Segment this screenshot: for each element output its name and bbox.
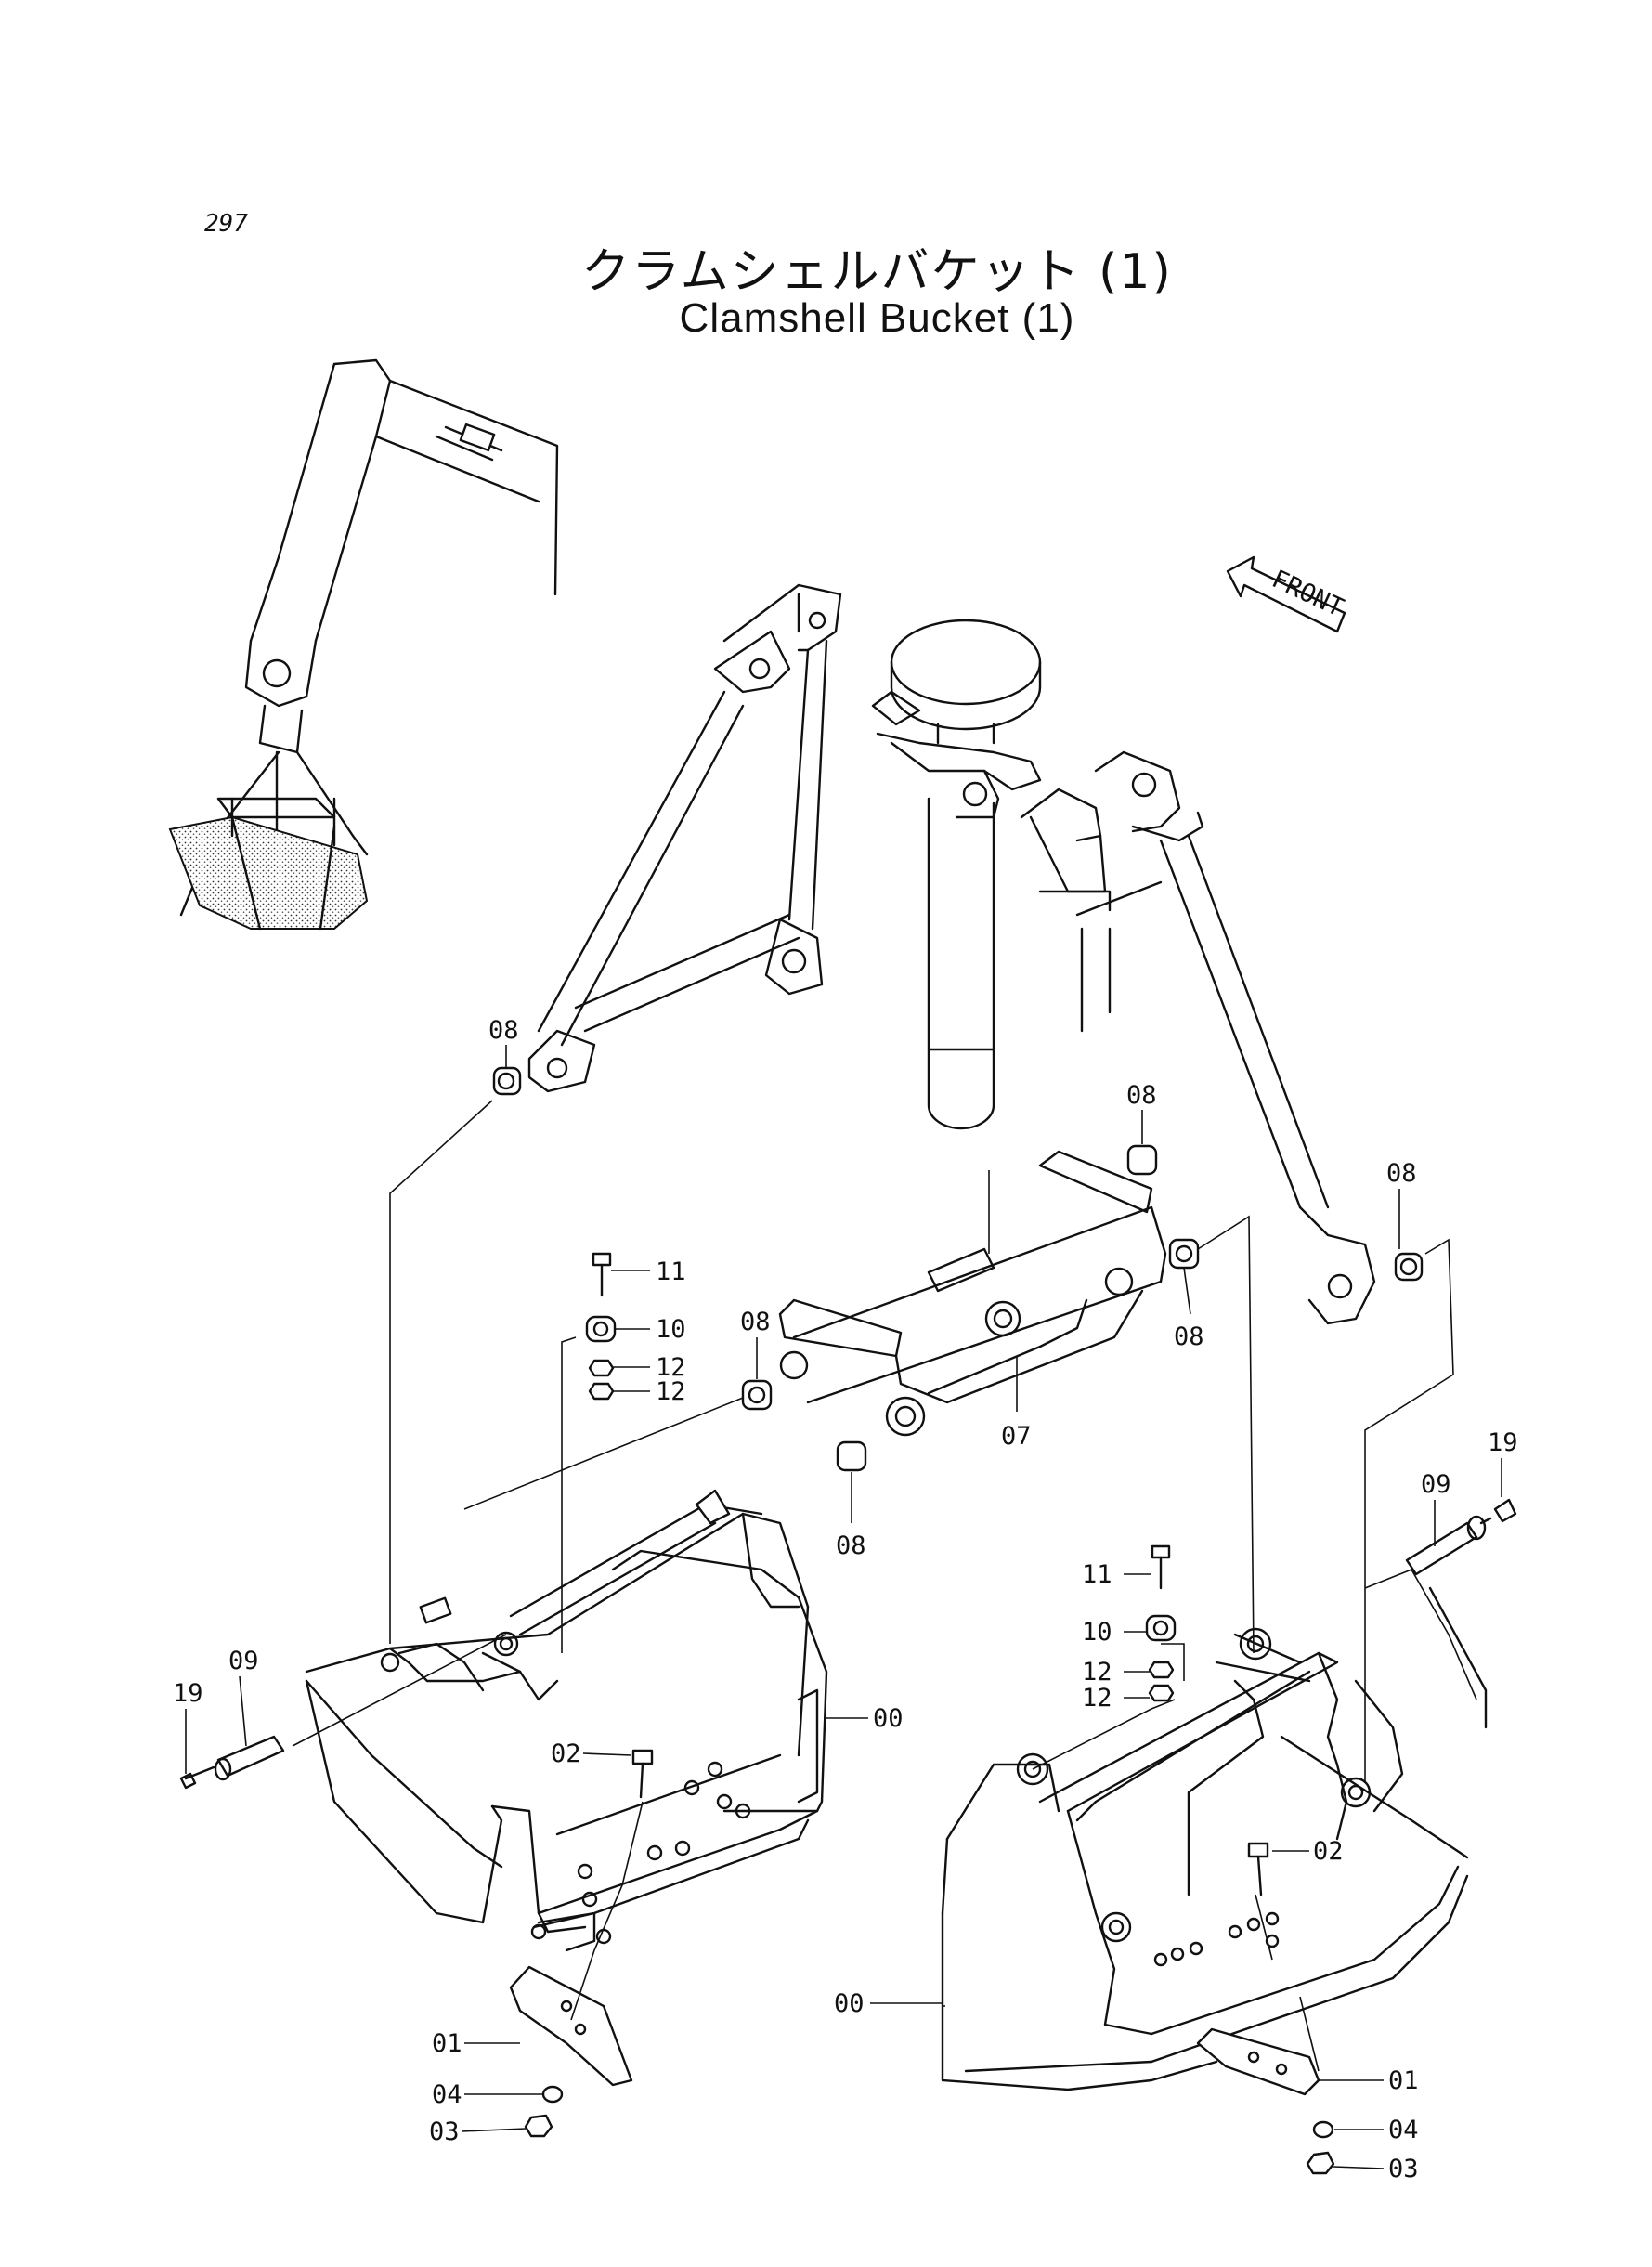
page-title-japanese: クラムシェルバケット (1) xyxy=(581,244,1173,300)
overview-excavator-illustration xyxy=(168,358,559,931)
callout-right-pin: 09 xyxy=(1421,1470,1451,1499)
callout-left-washer-top: 10 xyxy=(656,1315,686,1344)
left-bucket-teeth xyxy=(509,1749,654,2138)
callout-left-bolt-bottom: 02 xyxy=(551,1739,581,1768)
callout-right-nut-bottom: 03 xyxy=(1388,2155,1419,2183)
callout-right-pin-bolt: 19 xyxy=(1488,1428,1518,1457)
callout-beam-lower-bushing: 08 xyxy=(836,1531,866,1560)
callout-left-pin-bolt: 19 xyxy=(173,1679,203,1708)
front-direction-arrow: FRONT xyxy=(1226,555,1348,633)
callout-left-nut-a: 12 xyxy=(656,1353,686,1382)
left-fasteners xyxy=(585,1252,617,1401)
callout-beam: 07 xyxy=(1001,1422,1032,1451)
callout-beam-right-bushing: 08 xyxy=(1174,1322,1204,1351)
page-title-english: Clamshell Bucket (1) xyxy=(679,295,1075,341)
left-link-arm xyxy=(527,583,842,1093)
bushing-parts xyxy=(492,1066,1424,1472)
page-number: 297 xyxy=(204,210,248,238)
callout-left-nut-b: 12 xyxy=(656,1377,686,1406)
callout-right-bolt-top: 11 xyxy=(1082,1560,1112,1589)
callout-arm-right-bushing: 08 xyxy=(1386,1159,1417,1188)
callout-right-nut-a: 12 xyxy=(1082,1658,1112,1687)
callout-left-nut-bottom: 03 xyxy=(429,2117,460,2146)
callout-left-pin: 09 xyxy=(228,1647,259,1675)
cross-beam xyxy=(778,1150,1167,1437)
callout-right-tooth: 01 xyxy=(1388,2066,1419,2095)
callout-left-lockwasher: 04 xyxy=(432,2080,462,2109)
left-bucket-half xyxy=(305,1489,828,1952)
callout-left-bolt-top: 11 xyxy=(656,1257,686,1286)
callout-left-tooth: 01 xyxy=(432,2029,462,2058)
assembly-leader-lines xyxy=(292,1100,1477,2072)
callout-arm-left-bushing: 08 xyxy=(488,1016,519,1045)
right-fasteners xyxy=(1145,1544,1177,1702)
callout-leaders xyxy=(185,1045,1502,2169)
right-bucket-half xyxy=(941,1586,1488,2091)
callout-right-lockwasher: 04 xyxy=(1388,2116,1419,2144)
callout-right-bucket: 00 xyxy=(834,1989,865,2018)
callout-right-washer-top: 10 xyxy=(1082,1618,1112,1647)
callout-right-bolt-bottom: 02 xyxy=(1313,1837,1344,1866)
right-link-arm xyxy=(1020,750,1376,1325)
callout-left-bucket: 00 xyxy=(873,1704,904,1733)
callout-beam-top-bushing: 08 xyxy=(1126,1081,1157,1110)
hydraulic-cylinder xyxy=(871,619,1042,1130)
callout-labels: 08 08 08 08 08 08 07 11 10 12 12 11 10 1… xyxy=(173,1016,1518,2183)
pins-and-bolts xyxy=(179,1498,1517,1790)
callout-beam-left-bushing: 08 xyxy=(740,1308,771,1336)
callout-right-nut-b: 12 xyxy=(1082,1684,1112,1713)
